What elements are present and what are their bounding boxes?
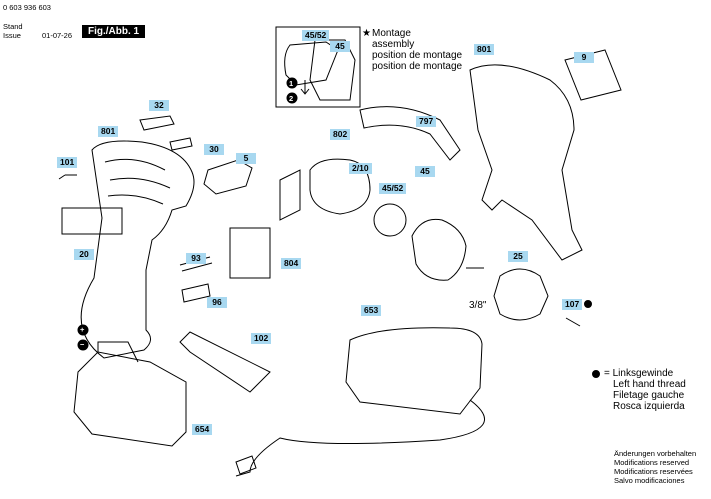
part-96 <box>181 283 211 303</box>
label-5: 5 <box>236 153 256 164</box>
label-45-52-inset: 45/52 <box>302 30 330 41</box>
battery-terminal <box>97 341 139 363</box>
label-101: 101 <box>57 157 78 168</box>
inset-gear <box>309 39 356 101</box>
assembly-line-4: position de montage <box>372 61 463 72</box>
inset-step1 <box>286 77 298 89</box>
legend-line-4: Rosca izquierda <box>613 401 685 412</box>
charger-653 <box>345 327 483 415</box>
label-102: 102 <box>251 333 272 344</box>
footer-line-4: Salvo modificaciones <box>614 476 685 485</box>
plus-marker <box>77 324 89 336</box>
label-93: 93 <box>186 253 206 264</box>
label-654: 654 <box>192 424 213 435</box>
switch-804 <box>229 227 271 279</box>
left-housing <box>80 140 195 359</box>
lh-thread-mark <box>584 300 592 308</box>
figure-tag: Fig./Abb. 1 <box>82 25 146 38</box>
switch-5 <box>203 159 253 195</box>
label-30: 30 <box>204 144 224 155</box>
inset-arrow <box>300 80 310 95</box>
gearbox-45 <box>411 218 467 281</box>
legend-line-2: Left hand thread <box>613 379 686 390</box>
plus-sign: + <box>80 325 85 334</box>
label-653: 653 <box>361 305 382 316</box>
footer-line-2: Modifications reserved <box>614 458 690 467</box>
issue-date: 01-07-26 <box>42 31 73 40</box>
label-25: 25 <box>508 251 528 262</box>
label-20: 20 <box>74 249 94 260</box>
inset-step-2: 2 <box>289 94 294 103</box>
screw-107 <box>565 317 581 327</box>
gear-45-52 <box>373 203 407 237</box>
inset-step2 <box>286 92 298 104</box>
part-number: 0 603 936 603 <box>3 3 51 12</box>
label-45-inset: 45 <box>330 41 350 52</box>
legend-line-1: = Linksgewinde <box>604 368 674 379</box>
assembly-line-1: Montage <box>372 28 411 39</box>
strap-797 <box>359 106 461 161</box>
label-2-10: 2/10 <box>349 163 372 174</box>
motor-802 <box>309 158 371 215</box>
label-801-right: 801 <box>474 44 495 55</box>
inset-box <box>275 26 361 108</box>
footer-line-1: Änderungen vorbehalten <box>614 449 697 458</box>
motor-bracket <box>279 169 301 221</box>
right-housing <box>469 64 583 261</box>
left-housing-lines <box>104 158 171 205</box>
chuck-25 <box>493 268 549 321</box>
legend-bullet-mark <box>592 370 600 378</box>
label-plate-20 <box>61 207 123 235</box>
label-9: 9 <box>574 52 594 63</box>
assembly-line-3: position de montage <box>372 50 463 61</box>
plug <box>235 455 257 475</box>
assembly-star: ★ <box>362 28 371 39</box>
label-802: 802 <box>330 129 351 140</box>
label-804: 804 <box>281 258 302 269</box>
minus-marker <box>77 339 89 351</box>
label-801-left: 801 <box>98 126 119 137</box>
label-797: 797 <box>416 116 437 127</box>
charger-cable <box>235 399 485 477</box>
chuck-size: 3/8" <box>469 300 487 311</box>
legend-line-3: Filetage gauche <box>613 390 685 401</box>
inset-part <box>284 41 339 86</box>
screw-101 <box>58 174 77 180</box>
inset-step-1: 1 <box>289 79 294 88</box>
issue-label: Issue <box>3 31 21 40</box>
assembly-line-2: assembly <box>372 39 415 50</box>
spring-102 <box>179 331 271 393</box>
label-107: 107 <box>562 299 583 310</box>
footer-line-3: Modifications reservées <box>614 467 693 476</box>
label-45-52: 45/52 <box>379 183 407 194</box>
stand-label: Stand <box>3 22 23 31</box>
switch-parts <box>139 115 193 151</box>
label-96: 96 <box>207 297 227 308</box>
label-45: 45 <box>415 166 435 177</box>
minus-sign: − <box>80 340 85 349</box>
battery-654 <box>73 351 187 447</box>
label-32: 32 <box>149 100 169 111</box>
